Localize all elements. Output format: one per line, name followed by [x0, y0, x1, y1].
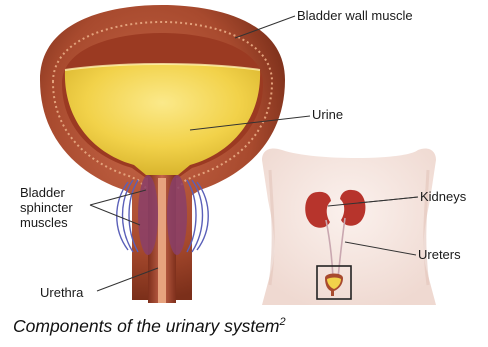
- label-bladder-sphincter-muscles: Bladder sphincter muscles: [20, 185, 73, 230]
- label-urethra: Urethra: [40, 285, 83, 300]
- torso-outline: [262, 148, 436, 305]
- label-urine: Urine: [312, 107, 343, 122]
- urethra-lumen: [158, 178, 166, 303]
- label-kidneys: Kidneys: [420, 189, 466, 204]
- caption-text: Components of the urinary system: [13, 316, 280, 336]
- sphincter-muscle-right: [167, 175, 187, 255]
- label-ureters: Ureters: [418, 247, 461, 262]
- label-bladder-wall-muscle: Bladder wall muscle: [297, 8, 413, 23]
- label-sphincter-line-1: Bladder: [20, 185, 73, 200]
- label-sphincter-line-2: sphincter: [20, 200, 73, 215]
- sphincter-muscle-left: [138, 175, 158, 255]
- caption-superscript: 2: [280, 316, 286, 328]
- body-silhouette: [262, 148, 436, 305]
- label-sphincter-line-3: muscles: [20, 215, 73, 230]
- figure-illustration: [0, 0, 488, 310]
- figure-caption: Components of the urinary system2: [13, 316, 286, 337]
